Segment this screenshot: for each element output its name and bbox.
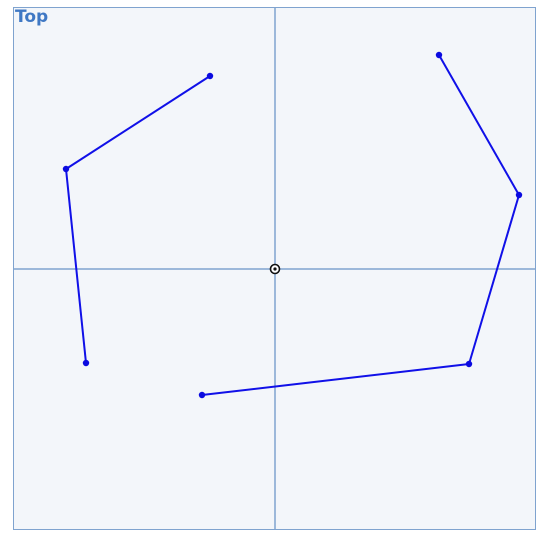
vertex[interactable]	[62, 165, 70, 173]
vertex[interactable]	[82, 359, 90, 367]
vertex[interactable]	[206, 72, 214, 80]
polyline-left[interactable]	[62, 72, 214, 367]
polyline-right[interactable]	[198, 51, 523, 399]
vertex[interactable]	[465, 360, 473, 368]
vertex[interactable]	[198, 391, 206, 399]
segment[interactable]	[201, 363, 470, 396]
view-label: Top	[15, 7, 49, 27]
vertex[interactable]	[435, 51, 443, 59]
origin-target-icon[interactable]	[269, 263, 281, 275]
segment[interactable]	[65, 75, 211, 170]
segment[interactable]	[438, 54, 520, 196]
segment[interactable]	[65, 168, 87, 364]
segment[interactable]	[468, 194, 520, 365]
vertex[interactable]	[515, 191, 523, 199]
